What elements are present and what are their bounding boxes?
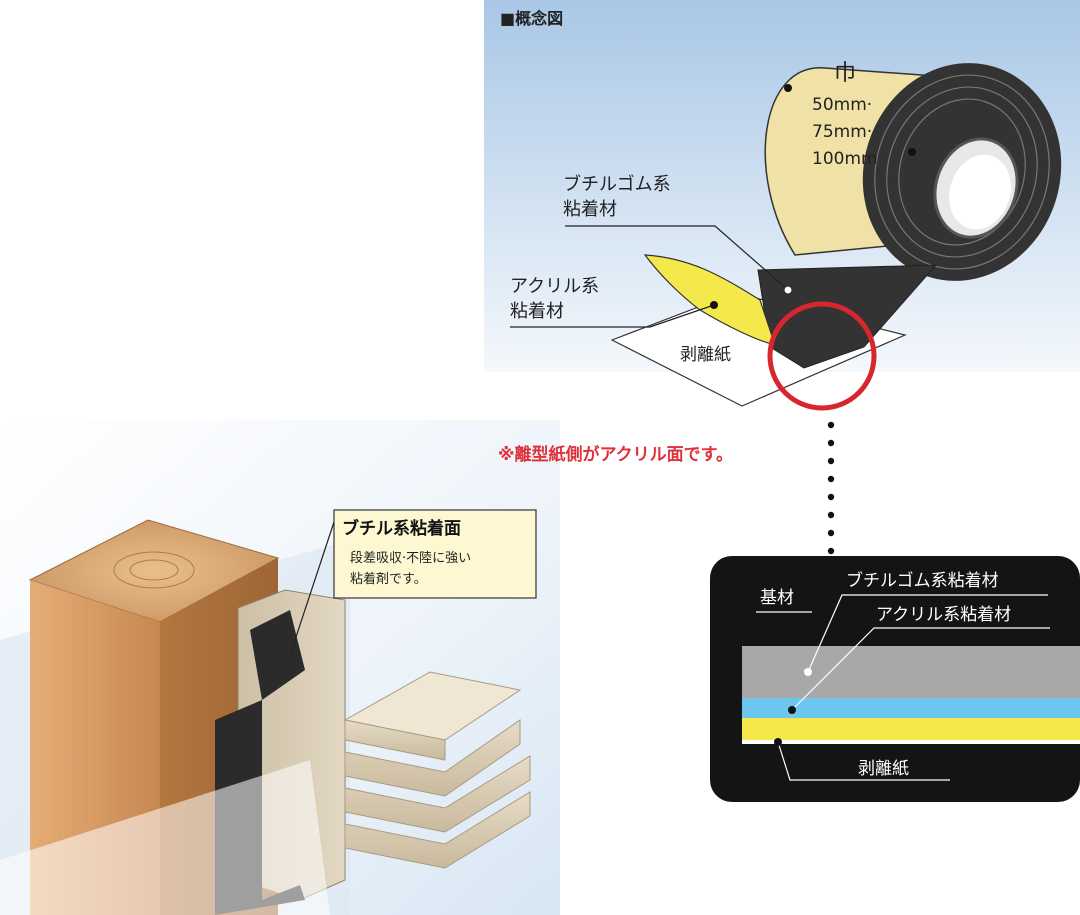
layer-butyl: [742, 698, 1080, 718]
butyl-tape-corner: [250, 610, 305, 700]
acrylic-label-line2: 粘着材: [510, 301, 564, 322]
tape-roll: [764, 63, 1062, 281]
butyl-leader-line: [565, 225, 789, 291]
cs-butyl-label: ブチルゴム系粘着材: [846, 570, 999, 591]
cs-base-label: 基材: [760, 588, 794, 608]
acrylic-side-note: ※離型紙側がアクリル面です。: [498, 444, 733, 465]
width-value-100: 100mm: [812, 149, 878, 169]
width-label: 巾: [834, 61, 856, 86]
callout-leader: [289, 521, 335, 661]
acrylic-label-line1: アクリル系: [510, 276, 599, 297]
cs-acrylic-label: アクリル系粘着材: [876, 605, 1011, 625]
acrylic-peel-edge: [643, 254, 776, 346]
highlight-circle: [767, 301, 877, 411]
width-value-50: 50mm·: [812, 95, 872, 115]
dotted-connector: [827, 421, 835, 555]
butyl-callout-box: [333, 509, 537, 599]
installation-illustration: [0, 519, 531, 915]
acrylic-leader-line: [510, 304, 715, 328]
callout-line1: 段差吸収·不陸に強い: [350, 550, 471, 566]
butyl-label-line1: ブチルゴム系: [563, 173, 671, 195]
layer-acrylic: [742, 718, 1080, 740]
callout-title: ブチル系粘着面: [342, 518, 461, 539]
tape-roll-hole: [949, 154, 1011, 230]
callout-line2: 粘着剤です。: [350, 571, 427, 587]
layer-base-material: [742, 646, 1080, 698]
cs-release-label: 剥離紙: [858, 759, 909, 779]
butyl-label-line2: 粘着材: [563, 199, 617, 220]
width-value-75: 75mm·: [812, 122, 872, 142]
siding-panels: [344, 791, 531, 869]
layer-release-paper: [742, 740, 1080, 744]
concept-section-title: ■概念図: [500, 9, 563, 28]
release-paper-label: 剥離紙: [680, 345, 731, 365]
